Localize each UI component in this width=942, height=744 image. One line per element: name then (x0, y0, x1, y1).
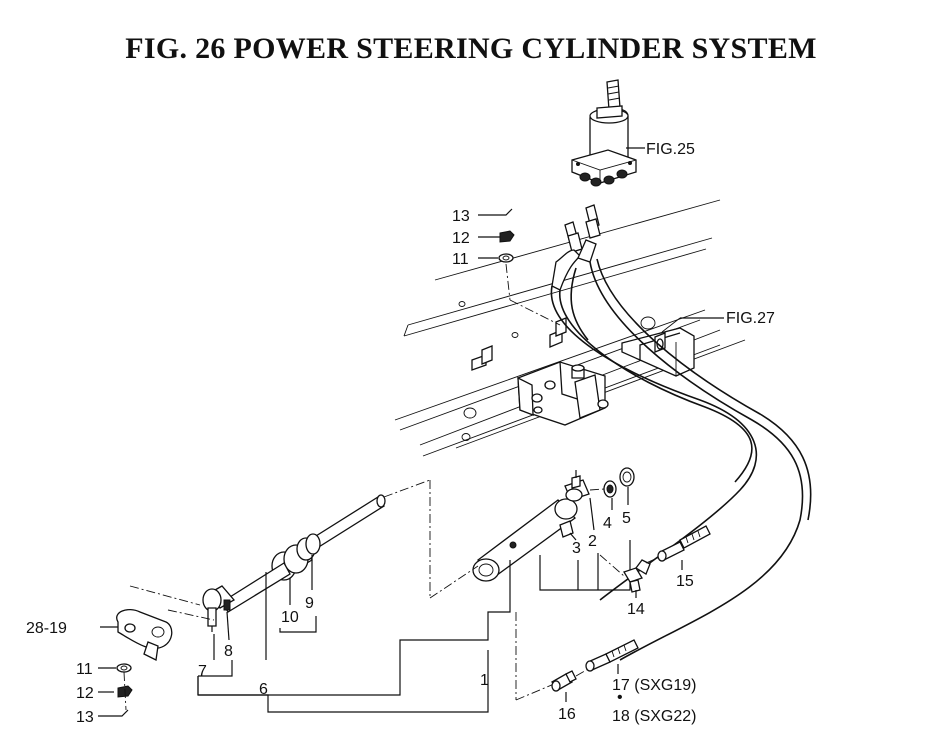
seal-9 (305, 533, 321, 555)
hose-fitting-15 (657, 525, 711, 562)
hoses (550, 204, 812, 661)
callout-dot: • (617, 689, 623, 706)
callout-11-top: 11 (452, 251, 469, 268)
callout-7: 7 (198, 663, 207, 680)
callout-9: 9 (305, 595, 314, 612)
callout-12-top: 12 (452, 230, 470, 247)
fig27-reference-label: FIG.27 (726, 310, 775, 327)
callout-13-bottom: 13 (76, 709, 94, 726)
callout-28-19: 28-19 (26, 620, 67, 637)
fitting-16 (551, 670, 577, 692)
callout-18: 18 (SXG22) (612, 708, 696, 725)
callout-14: 14 (627, 601, 645, 618)
steering-unit (571, 79, 637, 187)
callout-12-bottom: 12 (76, 685, 94, 702)
callout-8: 8 (224, 643, 233, 660)
knuckle-arm (116, 608, 173, 661)
piston-rod-assembly (221, 494, 386, 613)
callout-6: 6 (259, 681, 268, 698)
cylinder-bracket (517, 361, 609, 426)
callout-11-bottom: 11 (76, 661, 93, 678)
figure-title: FIG. 26 POWER STEERING CYLINDER SYSTEM (125, 32, 817, 65)
callout-2: 2 (588, 533, 597, 550)
hose-fitting-17-18 (585, 639, 639, 672)
elbow-fitting-14 (623, 559, 651, 593)
callout-3: 3 (572, 540, 581, 557)
callout-17: 17 (SXG19) (612, 677, 696, 694)
fig25-reference-label: FIG.25 (646, 141, 695, 158)
hardware-top (478, 208, 561, 326)
callout-10: 10 (281, 609, 299, 626)
callout-15: 15 (676, 573, 694, 590)
tie-rod-end (202, 585, 236, 632)
seal-5 (619, 467, 635, 487)
callout-13-top: 13 (452, 208, 470, 225)
callout-5: 5 (622, 510, 631, 527)
hardware-bottom (98, 663, 133, 717)
callout-16: 16 (558, 706, 576, 723)
callout-1: 1 (480, 672, 489, 689)
power-steering-cylinder (472, 470, 590, 582)
callout-4: 4 (603, 515, 612, 532)
